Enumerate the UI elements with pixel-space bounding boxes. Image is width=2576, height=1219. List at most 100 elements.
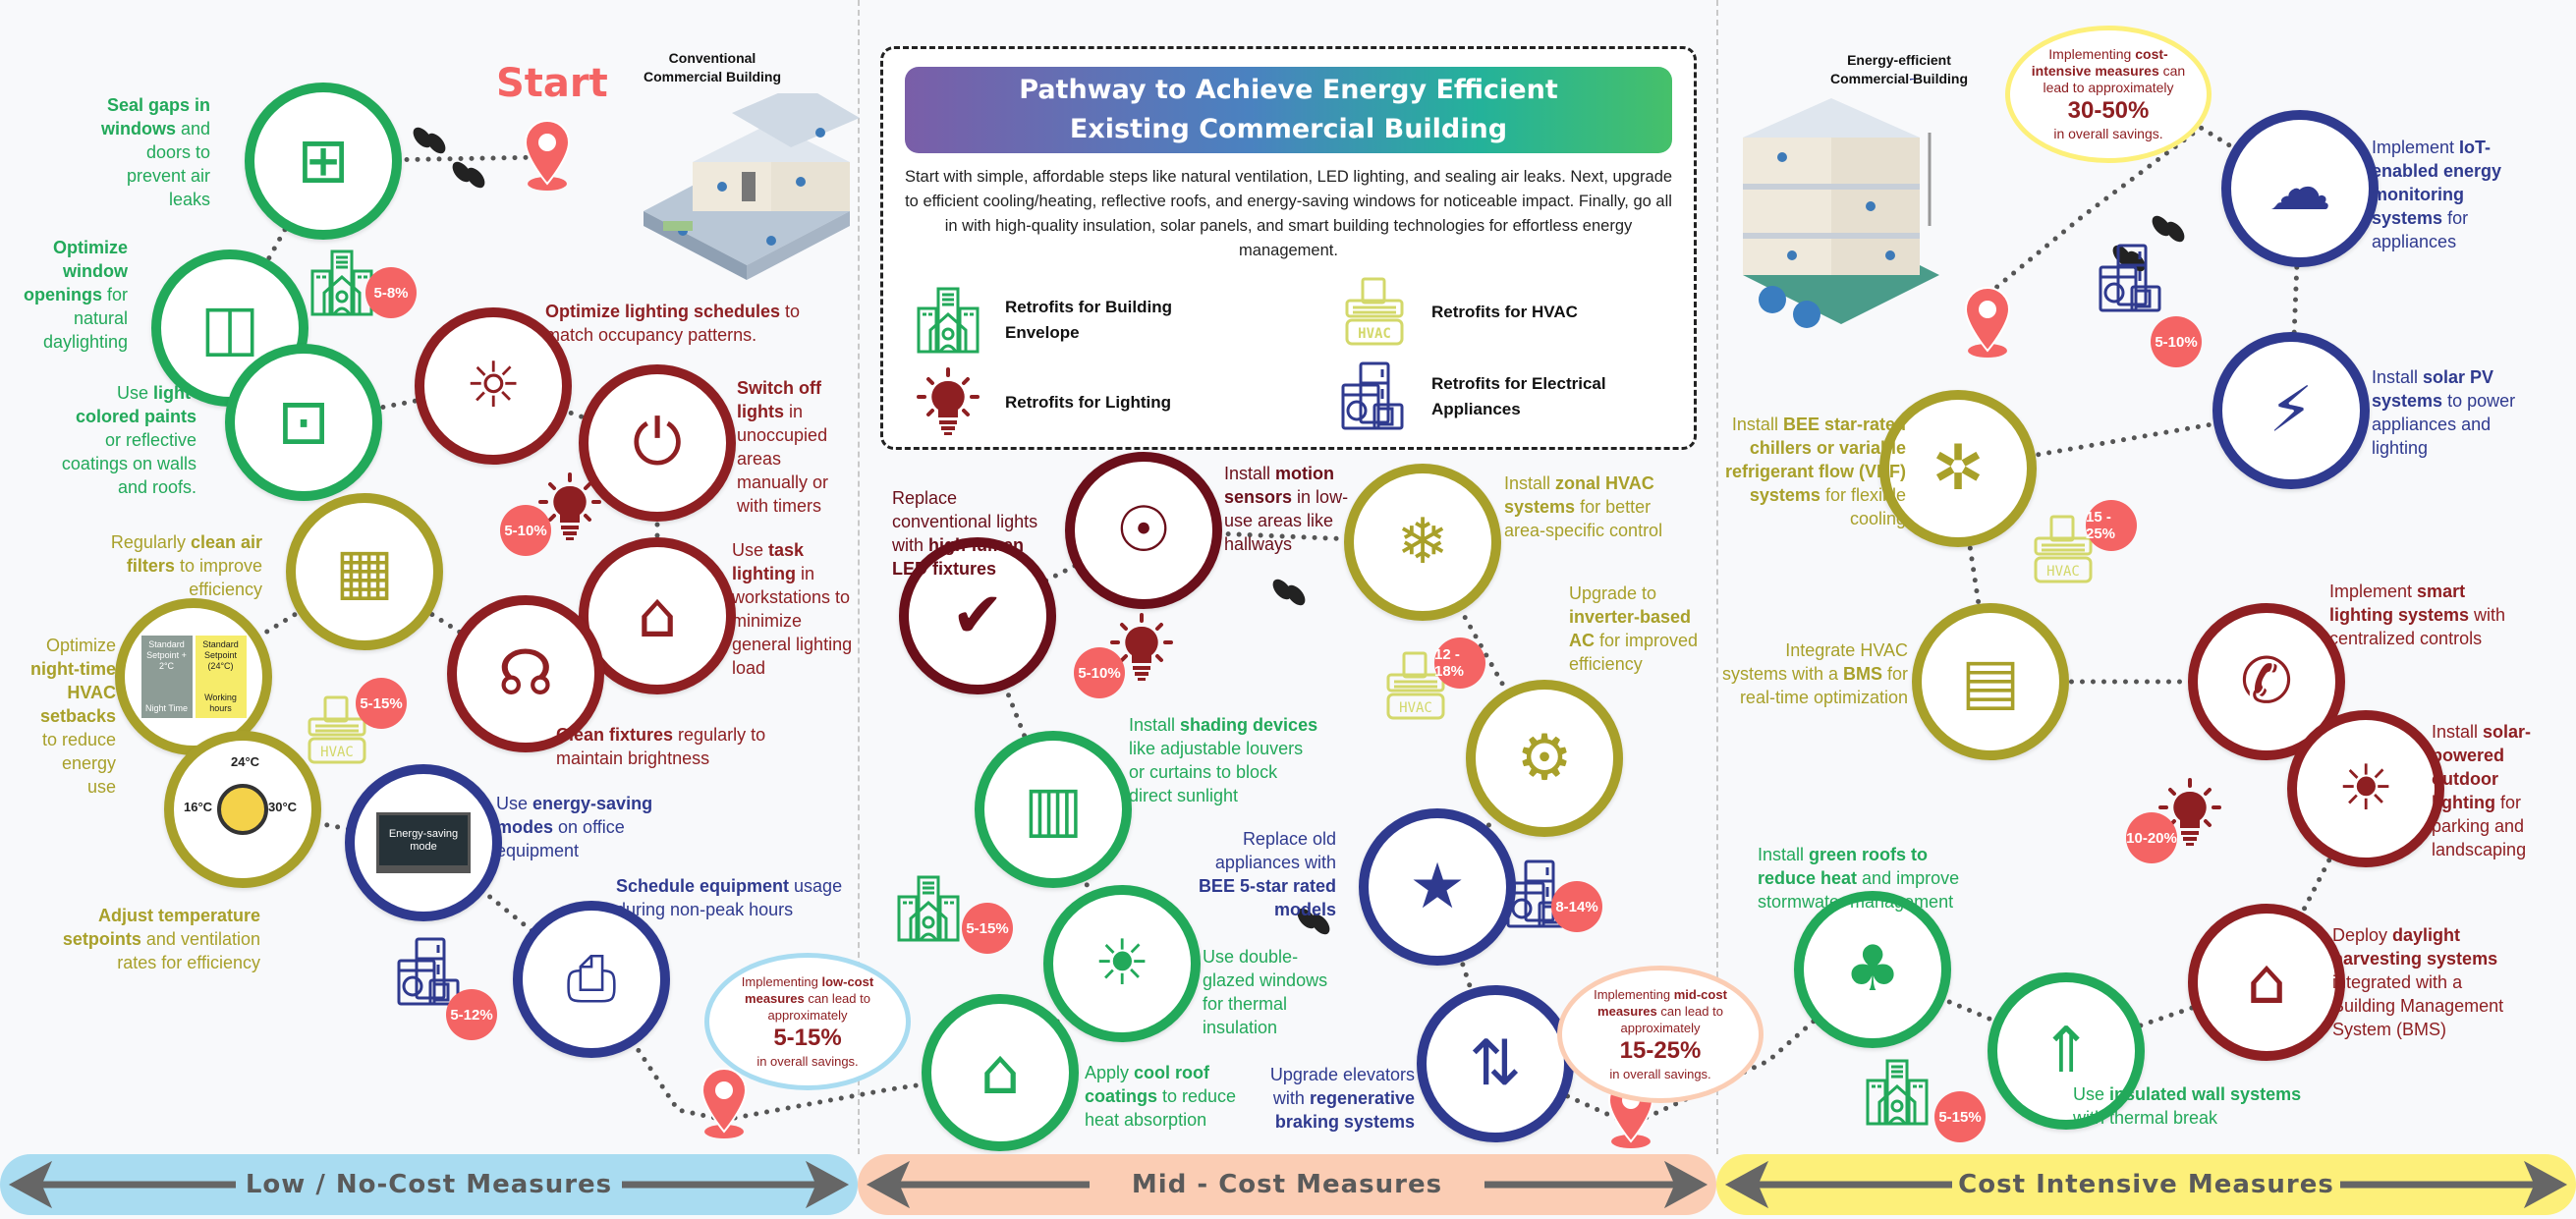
step-circle-energy-saving-modes: Energy-saving mode: [345, 764, 502, 921]
step-text-shading-devices: Install shading devices like adjustable …: [1129, 713, 1320, 807]
step-text-segment: Replace conventional lights with: [892, 488, 1038, 555]
step-circle-shading-devices: ▥: [975, 731, 1132, 888]
section-divider: [1716, 0, 1718, 1154]
thermostat-dial-icon: [217, 784, 268, 835]
step-text-segment: Implement: [2329, 582, 2418, 601]
step-text-segment: to improve efficiency: [174, 556, 262, 599]
inverter-ac-icon: ⚙: [1516, 722, 1573, 795]
step-circle-bee-appliances: ★: [1359, 808, 1516, 966]
motion-sensor-icon: ☉: [1115, 494, 1172, 567]
step-text-segment: and doors to prevent air leaks: [126, 119, 210, 209]
zonal-hvac-icon: ❄: [1396, 506, 1449, 579]
step-text-segment: Seal gaps in windows: [100, 95, 210, 139]
double-arrow-icon: [8, 1160, 850, 1209]
step-text-segment: and ventilation rates for efficiency: [117, 929, 260, 972]
step-text-segment: Install: [1758, 845, 1810, 864]
step-text-daylight-harvesting: Deploy daylight harvesting systems integ…: [2332, 923, 2514, 1041]
step-text-segment: like adjustable louvers or curtains to b…: [1129, 739, 1304, 805]
band-low-cost: Low / No-Cost Measures: [0, 1154, 858, 1215]
step-text-segment: Schedule equipment: [616, 876, 790, 896]
finish-pin-icon: [1962, 286, 2013, 359]
step-text-segment: Replace old appliances with: [1214, 829, 1336, 872]
step-text-segment: IoT-enabled energy monitoring systems: [2372, 138, 2502, 228]
step-text-segment: high-lumen LED fixtures: [892, 535, 1025, 579]
step-circle-zonal-hvac: ❄: [1344, 464, 1501, 621]
savings-value: 5-15%: [773, 1025, 842, 1051]
step-text-segment: Use: [732, 540, 769, 560]
step-text-segment: solar PV systems: [2372, 367, 2494, 411]
temperature-label: 24°C: [231, 754, 260, 769]
step-circle-hvac-bms: ▤: [1912, 603, 2069, 760]
step-text-segment: with centralized controls: [2329, 605, 2506, 648]
step-circle-switch-off: ⏻: [579, 364, 736, 522]
savings-value: 30-50%: [2067, 97, 2150, 124]
step-text-segment: for flexible cooling: [1820, 485, 1906, 528]
step-circle-solar-pv: ⚡: [2212, 332, 2370, 489]
step-text-segment: Implement: [2372, 138, 2460, 157]
star-rated-fridge-icon: ★: [1409, 851, 1466, 923]
step-text-segment: light-colored paints: [75, 383, 196, 426]
period-label: Working hours: [204, 693, 237, 713]
step-text-segment: Adjust temperature setpoints: [62, 906, 260, 949]
step-text-segment: BEE star-rated chillers or variable refr…: [1724, 415, 1906, 505]
step-text-segment: regularly to maintain brightness: [556, 725, 766, 768]
step-text-segment: Apply: [1085, 1063, 1135, 1082]
step-text-night-setbacks: Optimize night-time HVAC setbacks to red…: [29, 634, 116, 799]
step-text-segment: Upgrade elevators with: [1269, 1065, 1415, 1108]
savings-badge: 5-8%: [365, 267, 417, 318]
step-text-segment: in unoccupied areas manually or with tim…: [737, 402, 829, 516]
title-description: Start with simple, affordable steps like…: [904, 168, 1673, 259]
step-text-green-roofs: Install green roofs to reduce heat and i…: [1758, 843, 1988, 914]
step-text-segment: night-time HVAC setbacks: [30, 659, 116, 726]
savings-value: 15-25%: [1619, 1037, 1702, 1064]
savings-cloud-mid: Implementing mid-cost measures can lead …: [1557, 966, 1764, 1103]
step-text-segment: BMS: [1842, 664, 1882, 684]
step-text-segment: Install: [1731, 415, 1783, 434]
footprints-icon: [2152, 215, 2185, 243]
step-text-clean-fixtures: Clean fixtures regularly to maintain bri…: [556, 723, 782, 770]
step-text-energy-saving-modes: Use energy-saving modes on office equipm…: [496, 792, 702, 862]
setpoint-label: Standard Setpoint (24°C): [202, 639, 239, 671]
step-text-inverter-ac: Upgrade to inverter-based AC for improve…: [1569, 582, 1711, 676]
step-text-window-openings: Optimize window openings for natural day…: [18, 236, 128, 354]
step-text-double-glazed: Use double-glazed windows for thermal in…: [1203, 945, 1340, 1039]
legend-label: Retrofits for Lighting: [1005, 393, 1172, 412]
laptop-screen: Energy-saving mode: [376, 812, 471, 873]
step-text-solar-outdoor: Install solar-powered outdoor lighting f…: [2432, 720, 2542, 861]
step-text-segment: inverter-based AC: [1569, 607, 1692, 650]
page-title-line-1: Pathway to Achieve Energy Efficient: [1019, 75, 1558, 105]
step-text-segment: in workstations to minimize general ligh…: [732, 564, 853, 678]
sliding-window-icon: ◫: [199, 292, 260, 364]
step-circle-clean-fixtures: ☊: [447, 595, 604, 752]
footprints-icon: [413, 127, 446, 154]
step-circle-schedule-equipment: ⎙: [513, 901, 670, 1058]
step-text-vrf-chillers: Install BEE star-rated chillers or varia…: [1724, 413, 1906, 530]
step-text-temp-setpoints: Adjust temperature setpoints and ventila…: [49, 904, 260, 974]
efficient-building-label: Energy-efficient Commercial Building: [1829, 52, 1969, 86]
step-text-segment: Use: [496, 794, 533, 813]
savings-badge: 8-14%: [1551, 881, 1602, 932]
efficient-building-illustration: [1743, 79, 1949, 328]
savings-badge: 5-10%: [500, 505, 551, 556]
conventional-building-illustration: [644, 93, 860, 280]
printer-clock-icon: ⎙: [566, 943, 617, 1016]
step-circle-inverter-ac: ⚙: [1466, 680, 1623, 837]
step-text-segment: or reflective coatings on walls and roof…: [61, 430, 196, 497]
step-text-solar-pv: Install solar PV systems to power applia…: [2372, 365, 2534, 460]
step-text-segment: integrated with a Building Management Sy…: [2332, 972, 2504, 1039]
step-text-segment: Optimize: [45, 636, 116, 655]
solar-carport-icon: ☀: [2337, 752, 2394, 825]
step-text-segment: smart lighting systems: [2329, 582, 2470, 625]
building-envelope-icon: [893, 873, 964, 944]
step-text-segment: Install: [2372, 367, 2424, 387]
step-text-segment: Use: [117, 383, 154, 403]
led-bulb-icon: ✔: [951, 580, 1004, 652]
step-text-segment: to match occupancy patterns.: [545, 302, 801, 345]
step-circle-elevators: ⇅: [1417, 985, 1574, 1142]
step-text-segment: Regularly: [110, 532, 191, 552]
step-circle-air-filters: ▦: [286, 493, 443, 650]
footprints-icon: [1272, 579, 1306, 606]
step-circle-insulated-walls: ⇑: [1988, 972, 2145, 1130]
